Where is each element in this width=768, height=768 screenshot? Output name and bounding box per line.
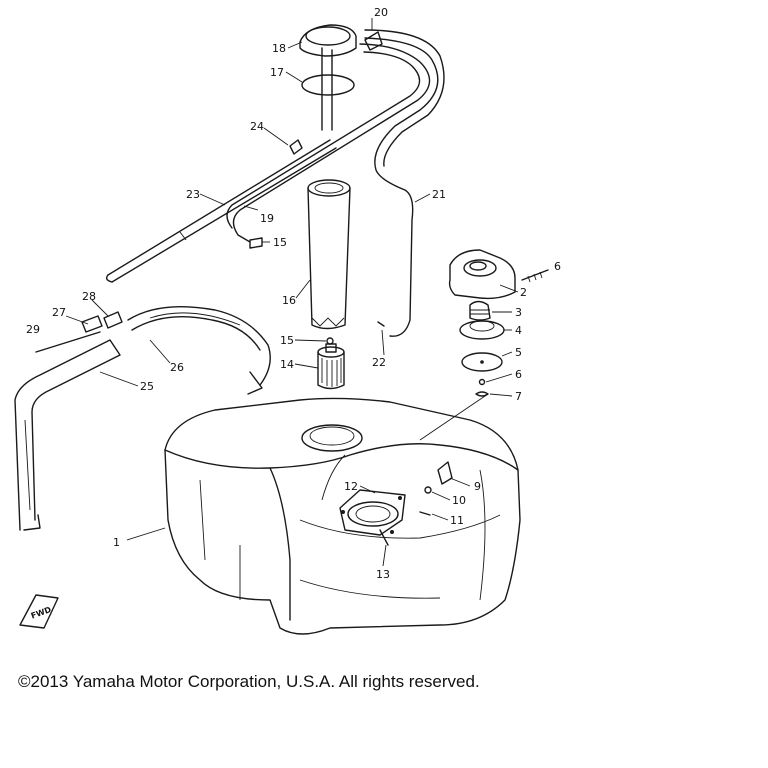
- callout-2: 2: [520, 286, 527, 299]
- tank-straps: [14, 306, 271, 531]
- callout-16: 16: [282, 294, 296, 307]
- fuel-tank: [164, 397, 521, 635]
- callout-18: 18: [272, 42, 286, 55]
- small-hardware: [377, 321, 453, 546]
- callout-24: 24: [250, 120, 264, 133]
- callout-9: 9: [474, 480, 481, 493]
- copyright-notice: ©2013 Yamaha Motor Corporation, U.S.A. A…: [18, 672, 480, 691]
- fuel-cap-assembly: [448, 249, 549, 397]
- callout-25: 25: [140, 380, 154, 393]
- callout-6-cap: 6: [554, 260, 561, 273]
- callout-6: 6: [515, 368, 522, 381]
- callout-4: 4: [515, 324, 522, 337]
- callout-5: 5: [515, 346, 522, 359]
- fuel-gauge-sender: [299, 24, 357, 390]
- callout-17: 17: [270, 66, 284, 79]
- callout-12: 12: [344, 480, 358, 493]
- callout-20: 20: [374, 6, 388, 19]
- leader-lines: [65, 18, 519, 567]
- fuel-hoses: [105, 29, 445, 337]
- forward-direction-mark: FWD: [19, 594, 59, 629]
- callout-7: 7: [515, 390, 522, 403]
- callout-23: 23: [186, 188, 200, 201]
- callout-11: 11: [450, 514, 464, 527]
- callouts: 1 2 3 4 5 6 6 7 9 10 11 12 13 14 15 15 1…: [26, 6, 561, 581]
- callout-3: 3: [515, 306, 522, 319]
- callout-28: 28: [82, 290, 96, 303]
- callout-15-lower: 15: [280, 334, 294, 347]
- callout-13: 13: [376, 568, 390, 581]
- callout-10: 10: [452, 494, 466, 507]
- callout-22: 22: [372, 356, 386, 369]
- callout-27: 27: [52, 306, 66, 319]
- callout-1: 1: [113, 536, 120, 549]
- callout-26: 26: [170, 361, 184, 374]
- callout-14: 14: [280, 358, 294, 371]
- fuel-tank-exploded-diagram: FWD 1 2 3 4 5: [14, 6, 561, 635]
- callout-21: 21: [432, 188, 446, 201]
- callout-19: 19: [260, 212, 274, 225]
- callout-15-upper: 15: [273, 236, 287, 249]
- callout-29: 29: [26, 323, 40, 336]
